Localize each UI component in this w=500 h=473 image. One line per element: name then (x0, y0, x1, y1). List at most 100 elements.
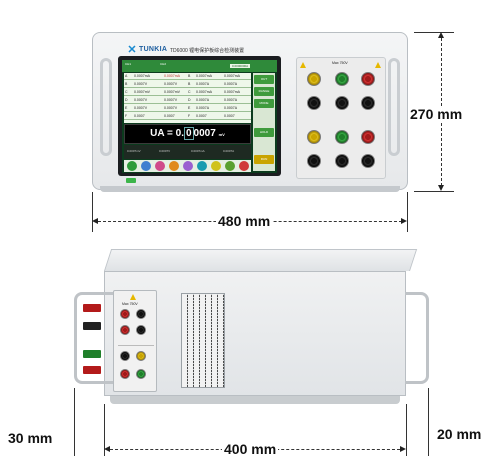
screen-nav-bar (124, 160, 251, 172)
arrow-up-icon (438, 32, 444, 38)
footer-value: 0.0007mA (191, 149, 205, 153)
left-handle (100, 58, 112, 156)
right-handle (388, 58, 400, 156)
screen-tab-b: CH2 (160, 62, 167, 66)
black-terminal[interactable] (307, 154, 321, 168)
yellow-terminal[interactable] (136, 351, 146, 361)
nav-icon[interactable] (169, 161, 179, 171)
front-offset-label: 30 mm (8, 430, 53, 446)
screen-side-menu: OUT RANGE MODE HOLD RUN (253, 73, 275, 171)
panel-divider (118, 345, 154, 346)
brand-name: TUNKIA (139, 46, 168, 53)
warning-icon (130, 294, 136, 300)
panel-rating-label: Max 750V (332, 61, 348, 65)
screen-side-button[interactable]: MODE (254, 99, 274, 108)
nav-icon[interactable] (225, 161, 235, 171)
main-reading-suffix: 0007 (193, 128, 216, 139)
black-terminal[interactable] (335, 96, 349, 110)
nav-icon[interactable] (155, 161, 165, 171)
arrow-right-icon (401, 218, 407, 224)
yellow-terminal[interactable] (307, 72, 321, 86)
screen-top-bar: CH1 CH2 0.0000000A (122, 60, 277, 72)
red-terminal[interactable] (361, 130, 375, 144)
red-terminal-stub (83, 366, 101, 374)
main-reading-cursor-digit: 0 (183, 127, 194, 140)
black-terminal[interactable] (136, 309, 146, 319)
side-rear-handle (405, 292, 429, 384)
nav-icon[interactable] (127, 161, 137, 171)
cooling-vent (181, 293, 225, 388)
black-terminal[interactable] (361, 154, 375, 168)
screen-side-button[interactable]: OUT (254, 75, 274, 84)
depth-dim-tick-right (406, 404, 407, 456)
front-offset-tick (74, 388, 75, 456)
model-text: TD6000 锂电保护板综合检测装置 (170, 48, 245, 54)
green-terminal[interactable] (335, 130, 349, 144)
green-terminal[interactable] (136, 369, 146, 379)
front-base (100, 186, 400, 192)
side-base (110, 396, 400, 404)
green-terminal[interactable] (335, 72, 349, 86)
side-front-handle (74, 292, 114, 384)
nav-icon[interactable] (183, 161, 193, 171)
footer-value: 0.0007mV (127, 149, 141, 153)
height-dim-tick-top (414, 32, 454, 33)
nav-icon[interactable] (211, 161, 221, 171)
side-terminal-panel: Max 750V (113, 290, 157, 392)
black-terminal[interactable] (307, 96, 321, 110)
main-reading-prefix: UA = 0. (150, 128, 184, 139)
screen-footer: 0.0007mV 0.0007V 0.0007mA 0.0007A (124, 145, 251, 159)
side-top-surface (104, 249, 418, 271)
panel-rating-label: Max 750V (122, 302, 138, 306)
width-dim-tick-left (92, 192, 93, 232)
main-reading-unit: mV (218, 132, 225, 137)
black-terminal-stub (83, 322, 101, 330)
black-terminal[interactable] (120, 351, 130, 361)
red-terminal-stub (83, 304, 101, 312)
nav-icon[interactable] (197, 161, 207, 171)
red-terminal[interactable] (361, 72, 375, 86)
arrow-down-icon (438, 185, 444, 191)
depth-dimension-label: 400 mm (222, 441, 279, 457)
width-dim-tick-right (407, 192, 408, 232)
rear-offset-label: 20 mm (437, 426, 482, 442)
nav-icon[interactable] (141, 161, 151, 171)
arrow-right-icon (400, 446, 406, 452)
nav-icon[interactable] (239, 161, 249, 171)
screen-tab-a: CH1 (125, 62, 132, 66)
width-dimension-label: 480 mm (216, 213, 273, 229)
screen-side-button[interactable]: HOLD (254, 128, 274, 137)
red-terminal[interactable] (120, 369, 130, 379)
arrow-left-icon (92, 218, 98, 224)
yellow-terminal[interactable] (307, 130, 321, 144)
brand-logo-icon: ✕ (127, 44, 137, 56)
green-terminal-stub (83, 350, 101, 358)
warning-icon (375, 62, 381, 68)
footer-value: 0.0007A (223, 149, 235, 153)
red-terminal[interactable] (120, 309, 130, 319)
black-terminal[interactable] (335, 154, 349, 168)
footer-value: 0.0007V (159, 149, 171, 153)
screen-side-button[interactable]: RUN (254, 155, 274, 164)
rear-offset-tick (428, 388, 429, 456)
warning-icon (300, 62, 306, 68)
height-dim-tick-bottom (414, 191, 454, 192)
black-terminal[interactable] (136, 325, 146, 335)
power-button[interactable] (126, 178, 136, 183)
arrow-left-icon (104, 446, 110, 452)
black-terminal[interactable] (361, 96, 375, 110)
depth-dim-tick-left (104, 404, 105, 456)
screen-side-button[interactable]: RANGE (254, 87, 274, 96)
red-terminal[interactable] (120, 325, 130, 335)
terminal-panel: Max 750V (296, 57, 386, 179)
height-dimension-label: 270 mm (410, 106, 463, 122)
